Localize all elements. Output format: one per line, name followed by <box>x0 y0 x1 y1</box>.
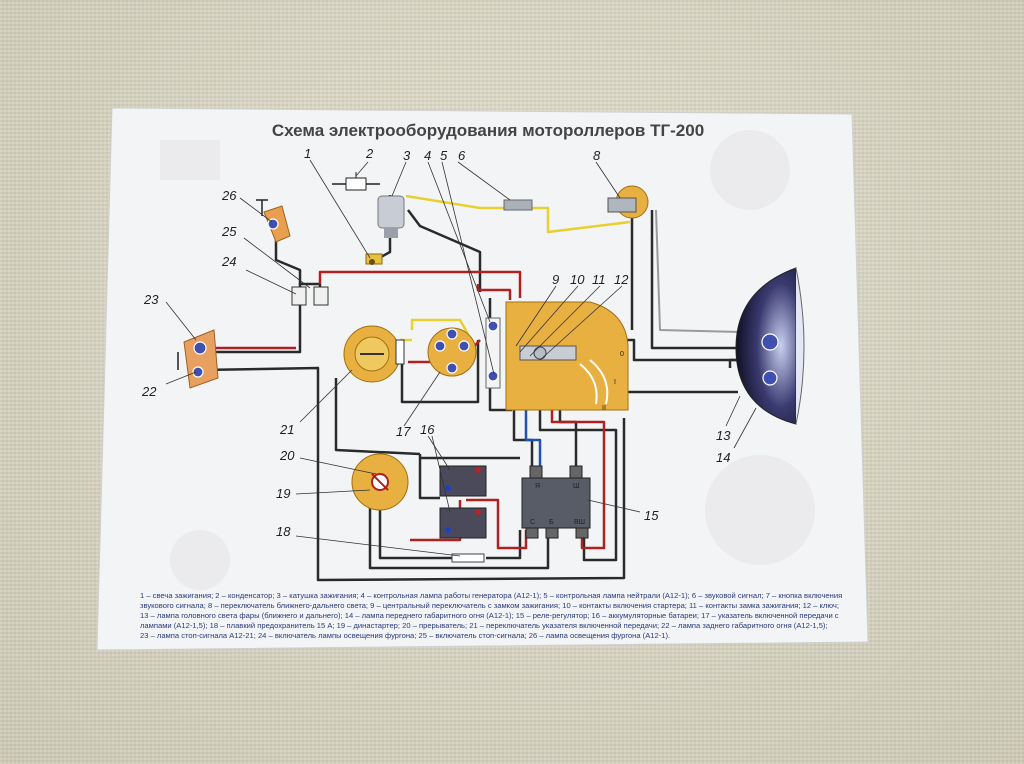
spark-plug <box>365 253 383 265</box>
callout-2: 2 <box>365 146 374 161</box>
batteries <box>439 465 487 539</box>
legend-line: 23 – лампа стоп-сигнала А12-21; 24 – вкл… <box>140 631 670 640</box>
callout-1: 1 <box>304 146 311 161</box>
callout-17: 17 <box>396 424 411 439</box>
terminal-s: С <box>530 519 535 526</box>
callout-26: 26 <box>221 188 237 203</box>
terminal-ya: Я <box>535 483 540 490</box>
callout-4: 4 <box>424 148 431 163</box>
headlamp <box>735 267 805 425</box>
switch-mark-1: I <box>614 379 616 386</box>
horn <box>503 199 533 211</box>
high-low-beam-switch <box>607 185 649 219</box>
gear-indicator <box>427 327 477 377</box>
callout-23: 23 <box>143 292 159 307</box>
callout-5: 5 <box>440 148 448 163</box>
callout-14: 14 <box>716 450 730 465</box>
callout-11: 11 <box>592 272 606 287</box>
callout-18: 18 <box>276 524 291 539</box>
callout-6: 6 <box>458 148 466 163</box>
callout-numbers: 1 2 3 4 5 6 8 9 10 11 12 13 14 15 16 17 … <box>141 146 731 539</box>
brake-light-switch <box>313 286 329 306</box>
callout-12: 12 <box>614 272 629 287</box>
wires <box>199 194 741 582</box>
legend-line: 1 – свеча зажигания; 2 – конденсатор; 3 … <box>140 591 842 600</box>
fuse <box>451 553 485 563</box>
switch-mark-2: II <box>602 405 606 412</box>
callout-8: 8 <box>593 148 601 163</box>
callout-21: 21 <box>279 422 294 437</box>
voltage-regulator: Я Ш С Б ВШ <box>521 465 591 539</box>
legend-line: звукового сигнала; 8 – переключатель бли… <box>140 601 839 610</box>
gear-indicator-switch <box>343 325 405 383</box>
callout-20: 20 <box>279 448 295 463</box>
callout-13: 13 <box>716 428 731 443</box>
callout-9: 9 <box>552 272 559 287</box>
ignition-coil <box>377 195 405 238</box>
terminal-b: Б <box>549 519 554 526</box>
callout-19: 19 <box>276 486 290 501</box>
terminal-vsh: ВШ <box>574 519 585 526</box>
legend: 1 – свеча зажигания; 2 – конденсатор; 3 … <box>140 591 842 640</box>
paper-sheet <box>96 107 869 651</box>
dynastarter <box>351 453 409 511</box>
poster-title: Схема электрооборудования мотороллеров Т… <box>272 121 704 140</box>
cargo-light-switch <box>291 286 307 306</box>
legend-line: лампами (А12-1,5); 18 – плавкий предохра… <box>140 621 828 630</box>
capacitor <box>332 172 380 191</box>
callout-22: 22 <box>141 384 157 399</box>
control-lamps <box>485 317 501 389</box>
callout-10: 10 <box>570 272 585 287</box>
cargo-lamp <box>256 199 291 243</box>
callout-3: 3 <box>403 148 411 163</box>
switch-mark-0: 0 <box>620 351 624 358</box>
callout-24: 24 <box>221 254 236 269</box>
terminal-sh: Ш <box>573 483 579 490</box>
callout-16: 16 <box>420 422 435 437</box>
callout-25: 25 <box>221 224 237 239</box>
leader-lines <box>165 159 757 557</box>
callout-15: 15 <box>644 508 659 523</box>
legend-line: 13 – лампа головного света фары (ближнег… <box>140 611 839 620</box>
